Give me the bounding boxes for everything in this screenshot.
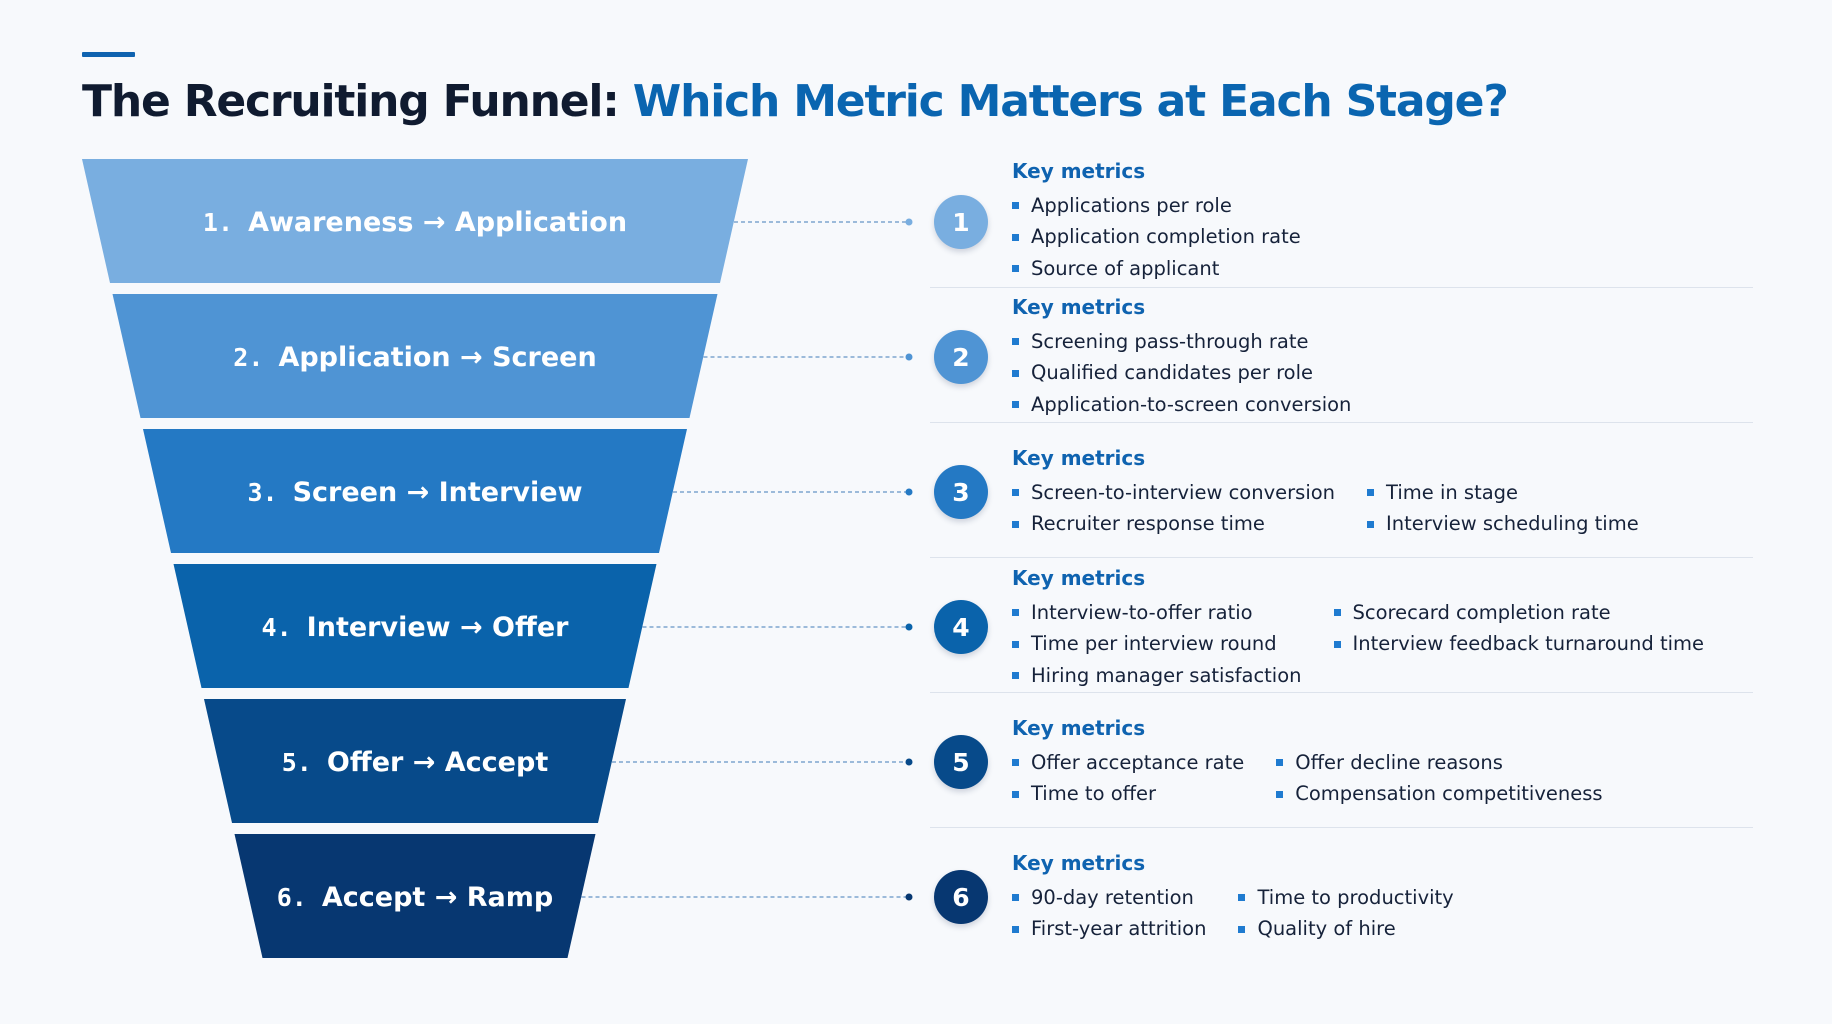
stage-label-1: 1. Awareness → Application [203, 207, 627, 238]
page-title: The Recruiting Funnel: Which Metric Matt… [82, 72, 1509, 132]
metric-item: Scorecard completion rate [1334, 597, 1705, 629]
stage-number: 1. [203, 208, 248, 237]
stage-from: Screen → Interview [293, 477, 583, 508]
metric-item: Qualified candidates per role [1012, 358, 1351, 390]
metric-item: Screening pass-through rate [1012, 326, 1351, 358]
metric-item: Interview feedback turnaround time [1334, 629, 1705, 661]
stage-label-3: 3. Screen → Interview [247, 477, 582, 508]
connector-dot-4 [905, 623, 913, 631]
metric-item: Time to offer [1012, 779, 1244, 811]
stage-divider-3 [930, 557, 1753, 558]
connector-dot-3 [905, 488, 913, 496]
stage-number: 4. [262, 613, 307, 642]
connector-dot-6 [905, 893, 913, 901]
metric-item: Time per interview round [1012, 629, 1302, 661]
metric-item: Time in stage [1367, 477, 1639, 509]
connector-dot-2 [905, 353, 913, 361]
funnel-segment-5 [204, 699, 626, 823]
stage-from: Awareness → Application [248, 207, 627, 238]
stage-divider-5 [930, 827, 1753, 828]
connector-dot-1 [905, 218, 913, 226]
key-metrics-heading: Key metrics [1012, 716, 1146, 740]
stage-badge-6: 6 [934, 870, 988, 924]
stage-number: 6. [277, 883, 322, 912]
metric-item: Time to productivity [1238, 882, 1453, 914]
key-metrics-heading: Key metrics [1012, 566, 1146, 590]
key-metrics-heading: Key metrics [1012, 851, 1146, 875]
key-metrics-heading: Key metrics [1012, 446, 1146, 470]
stage-divider-2 [930, 422, 1753, 423]
stage-number: 3. [247, 478, 292, 507]
stage-label-2: 2. Application → Screen [233, 342, 596, 373]
key-metrics-heading: Key metrics [1012, 159, 1146, 183]
stage-badge-1: 1 [934, 195, 988, 249]
stage-number: 5. [282, 748, 327, 777]
funnel-segment-4 [173, 564, 657, 688]
stage-from: Interview → Offer [307, 612, 569, 643]
metric-item: Hiring manager satisfaction [1012, 660, 1302, 692]
stage-from: Accept → Ramp [322, 882, 553, 913]
metric-item: Quality of hire [1238, 914, 1453, 946]
funnel-segment-2 [112, 294, 718, 418]
connector-dot-5 [905, 758, 913, 766]
metric-item: Offer acceptance rate [1012, 747, 1244, 779]
title-main: The Recruiting Funnel: [82, 76, 620, 127]
funnel-segment-6 [234, 834, 596, 958]
stage-badge-3: 3 [934, 465, 988, 519]
stage-divider-1 [930, 287, 1753, 288]
stage-badge-4: 4 [934, 600, 988, 654]
title-highlight: Which Metric Matters at Each Stage? [632, 76, 1509, 127]
stage-divider-4 [930, 692, 1753, 693]
stage-label-6: 6. Accept → Ramp [277, 882, 554, 913]
stage-label-4: 4. Interview → Offer [262, 612, 570, 643]
metric-item: Source of applicant [1012, 253, 1301, 285]
key-metrics-heading: Key metrics [1012, 295, 1146, 319]
stage-badge-5: 5 [934, 735, 988, 789]
metric-item: Offer decline reasons [1276, 747, 1602, 779]
metric-item: Application completion rate [1012, 222, 1301, 254]
metric-item: First-year attrition [1012, 914, 1206, 946]
stage-label-5: 5. Offer → Accept [282, 747, 549, 778]
stage-from: Offer → Accept [327, 747, 548, 778]
metric-item: 90-day retention [1012, 882, 1206, 914]
metric-item: Application-to-screen conversion [1012, 389, 1351, 421]
metric-item: Recruiter response time [1012, 509, 1335, 541]
stage-badge-2: 2 [934, 330, 988, 384]
metric-item: Interview-to-offer ratio [1012, 597, 1302, 629]
metric-item: Applications per role [1012, 190, 1301, 222]
funnel-segment-1 [82, 159, 748, 283]
metric-item: Screen-to-interview conversion [1012, 477, 1335, 509]
metric-item: Interview scheduling time [1367, 509, 1639, 541]
funnel-segment-3 [143, 429, 687, 553]
stage-from: Application → Screen [278, 342, 596, 373]
title-accent-bar [82, 52, 135, 57]
metric-item: Compensation competitiveness [1276, 779, 1602, 811]
stage-number: 2. [233, 343, 278, 372]
